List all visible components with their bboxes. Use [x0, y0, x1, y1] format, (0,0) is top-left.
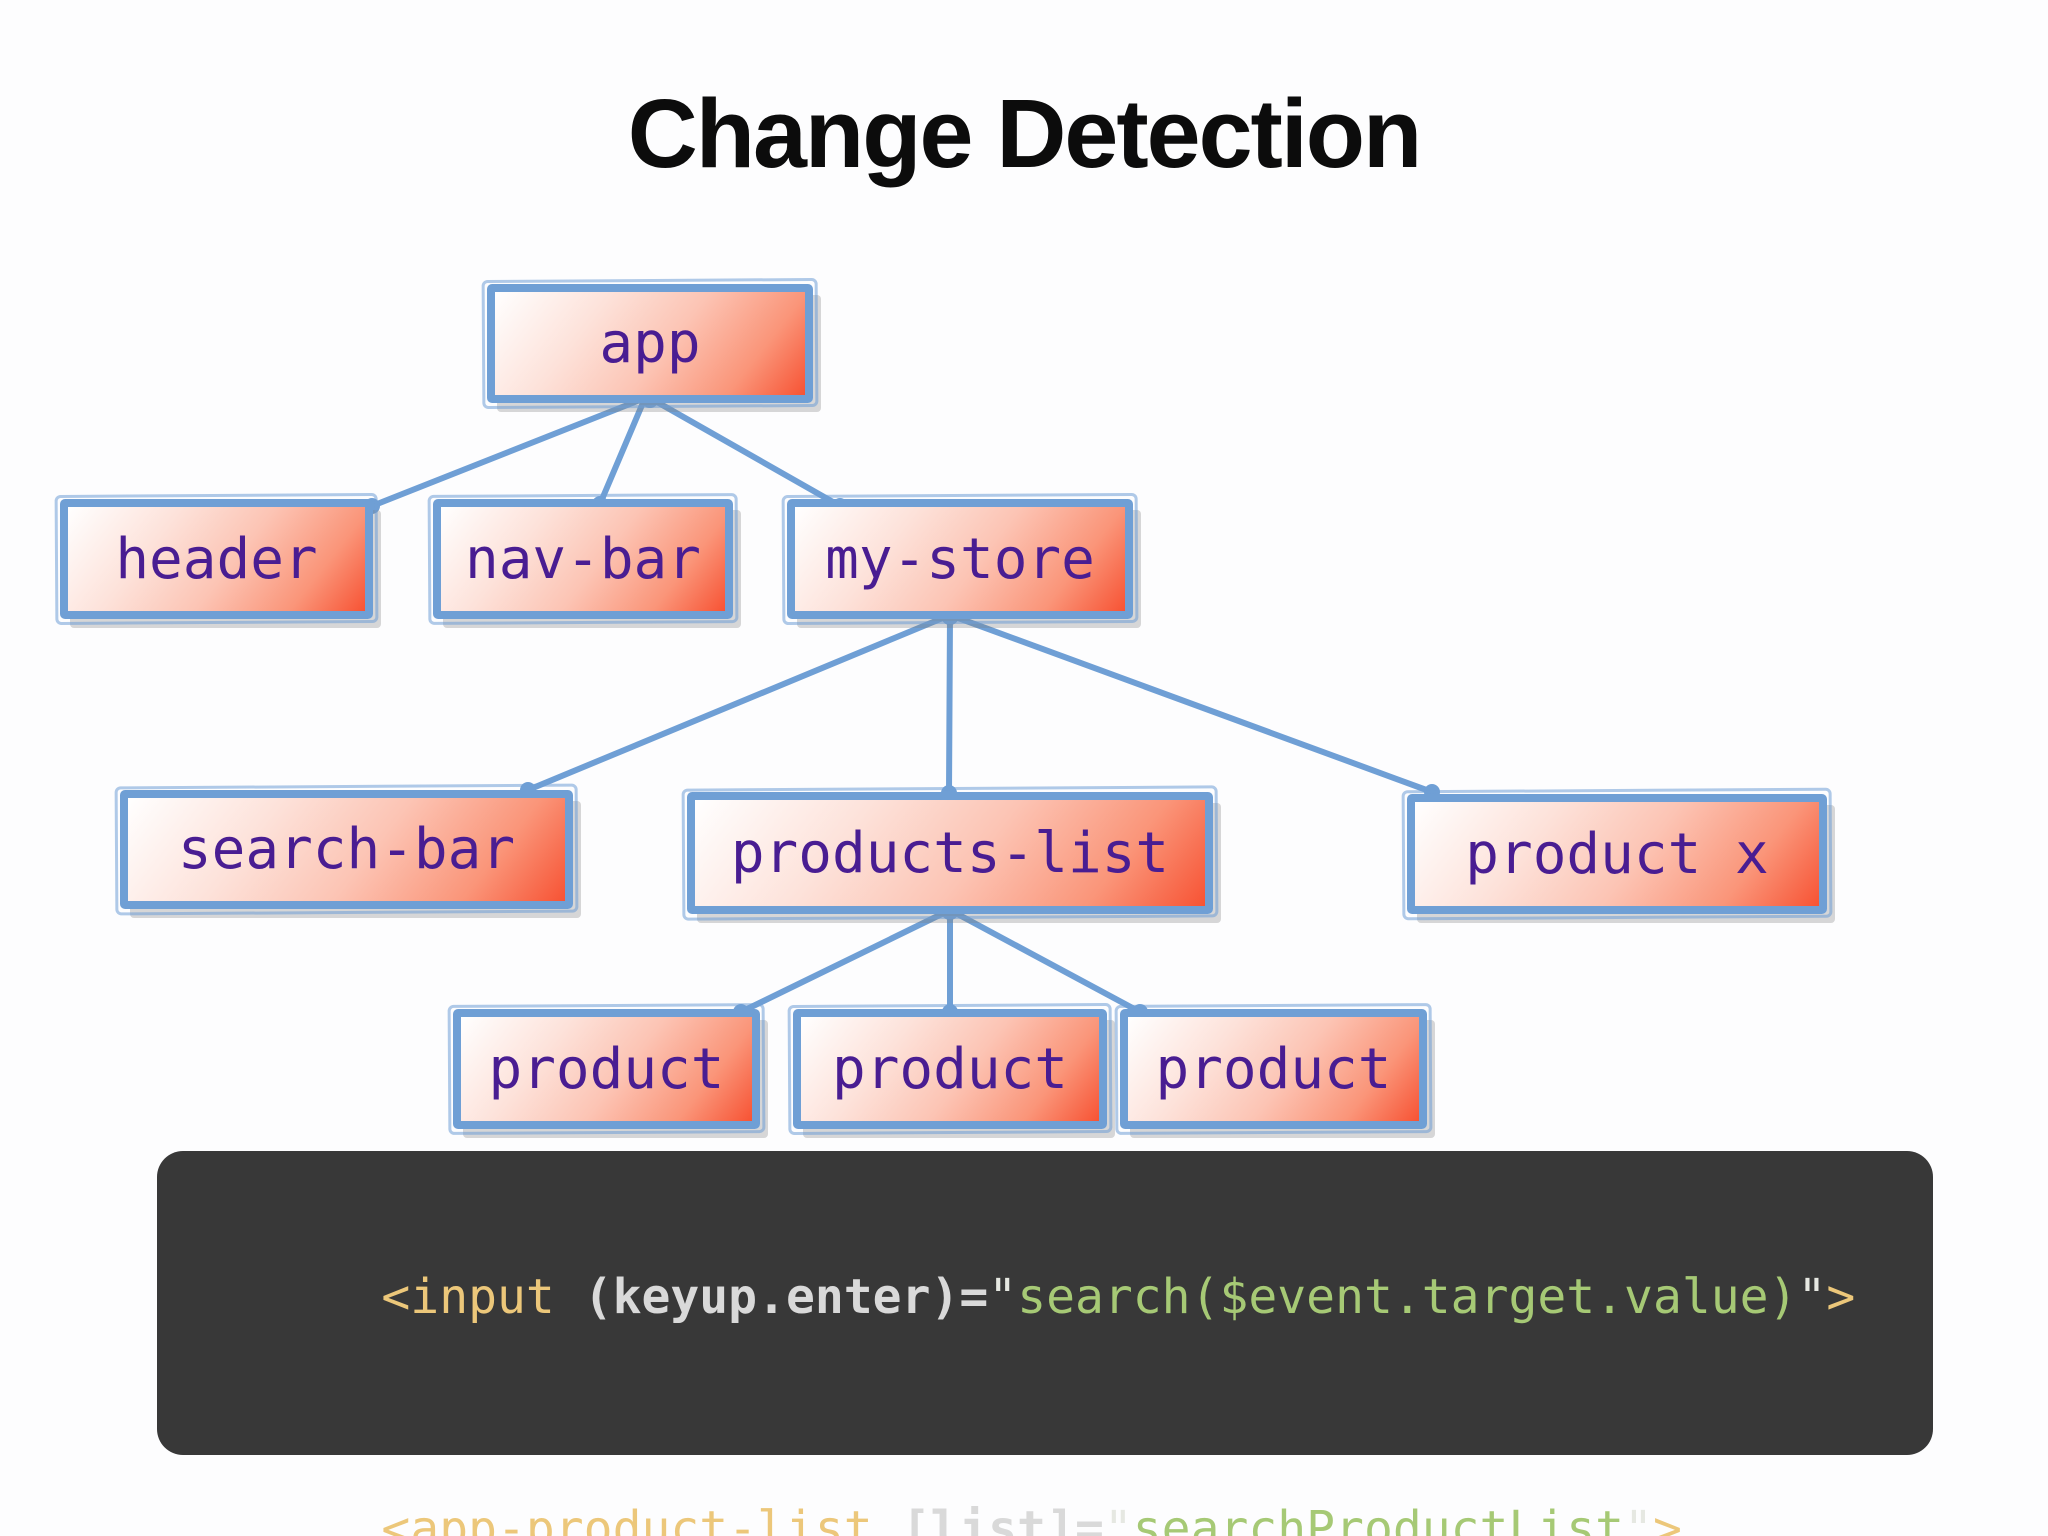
code-block: <input (keyup.enter)="search($event.targ…	[157, 1151, 1933, 1536]
tree-node-nav-bar: nav-bar	[433, 499, 733, 619]
tree-node-label-search-bar: search-bar	[177, 817, 516, 882]
code-token: search($event.target.value)	[1017, 1269, 1798, 1325]
edge-my-store-products-list	[946, 612, 953, 796]
code-token: "	[988, 1269, 1018, 1325]
tree-node-products-list: products-list	[687, 792, 1213, 914]
tree-node-header: header	[60, 499, 373, 619]
edge-app-my-store	[647, 395, 843, 509]
edge-my-store-product-x	[947, 612, 1435, 795]
code-token: (keyup.enter)	[583, 1269, 960, 1325]
tree-node-label-my-store: my-store	[825, 526, 1095, 592]
code-token: "	[1797, 1269, 1827, 1325]
tree-node-label-nav-bar: nav-bar	[464, 526, 701, 592]
edge-products-list-product-3	[947, 907, 1143, 1015]
code-token: >	[1826, 1269, 1856, 1325]
tree-node-label-product-2: product	[831, 1036, 1068, 1102]
tree-node-search-bar: search-bar	[120, 790, 573, 909]
edge-app-nav-bar	[597, 395, 648, 507]
edge-my-store-search-bar	[525, 612, 953, 793]
tree-node-label-app: app	[599, 311, 701, 376]
page-title: Change Detection	[627, 79, 1423, 188]
code-token: searchProductList	[1132, 1501, 1625, 1536]
tree-node-label-product-1: product	[488, 1036, 725, 1102]
code-line-2: <app-product-list [list]="searchProductL…	[208, 1445, 1893, 1536]
code-token: "	[1624, 1501, 1653, 1536]
edge-app-header	[369, 395, 648, 509]
tree-node-my-store: my-store	[787, 499, 1133, 619]
tree-node-label-header: header	[115, 526, 318, 592]
code-token: "	[1103, 1501, 1133, 1536]
code-token: [list]	[901, 1501, 1075, 1536]
code-token: >	[1652, 1501, 1682, 1536]
code-line-1: <input (keyup.enter)="search($event.targ…	[208, 1213, 1893, 1381]
tree-node-app: app	[487, 284, 813, 403]
tree-node-product-x: product x	[1407, 794, 1827, 914]
tree-node-label-product-3: product	[1155, 1036, 1392, 1102]
code-token: <app-product-list	[381, 1501, 902, 1536]
tree-node-label-products-list: products-list	[730, 820, 1170, 886]
tree-node-product-1: product	[453, 1009, 760, 1129]
tree-node-product-2: product	[793, 1009, 1107, 1129]
code-token: <input	[381, 1269, 584, 1325]
code-token: =	[959, 1269, 989, 1325]
code-token: =	[1074, 1501, 1104, 1536]
edge-products-list-product-1	[738, 907, 953, 1015]
tree-node-label-product-x: product x	[1465, 821, 1769, 887]
tree-node-product-3: product	[1120, 1009, 1427, 1129]
